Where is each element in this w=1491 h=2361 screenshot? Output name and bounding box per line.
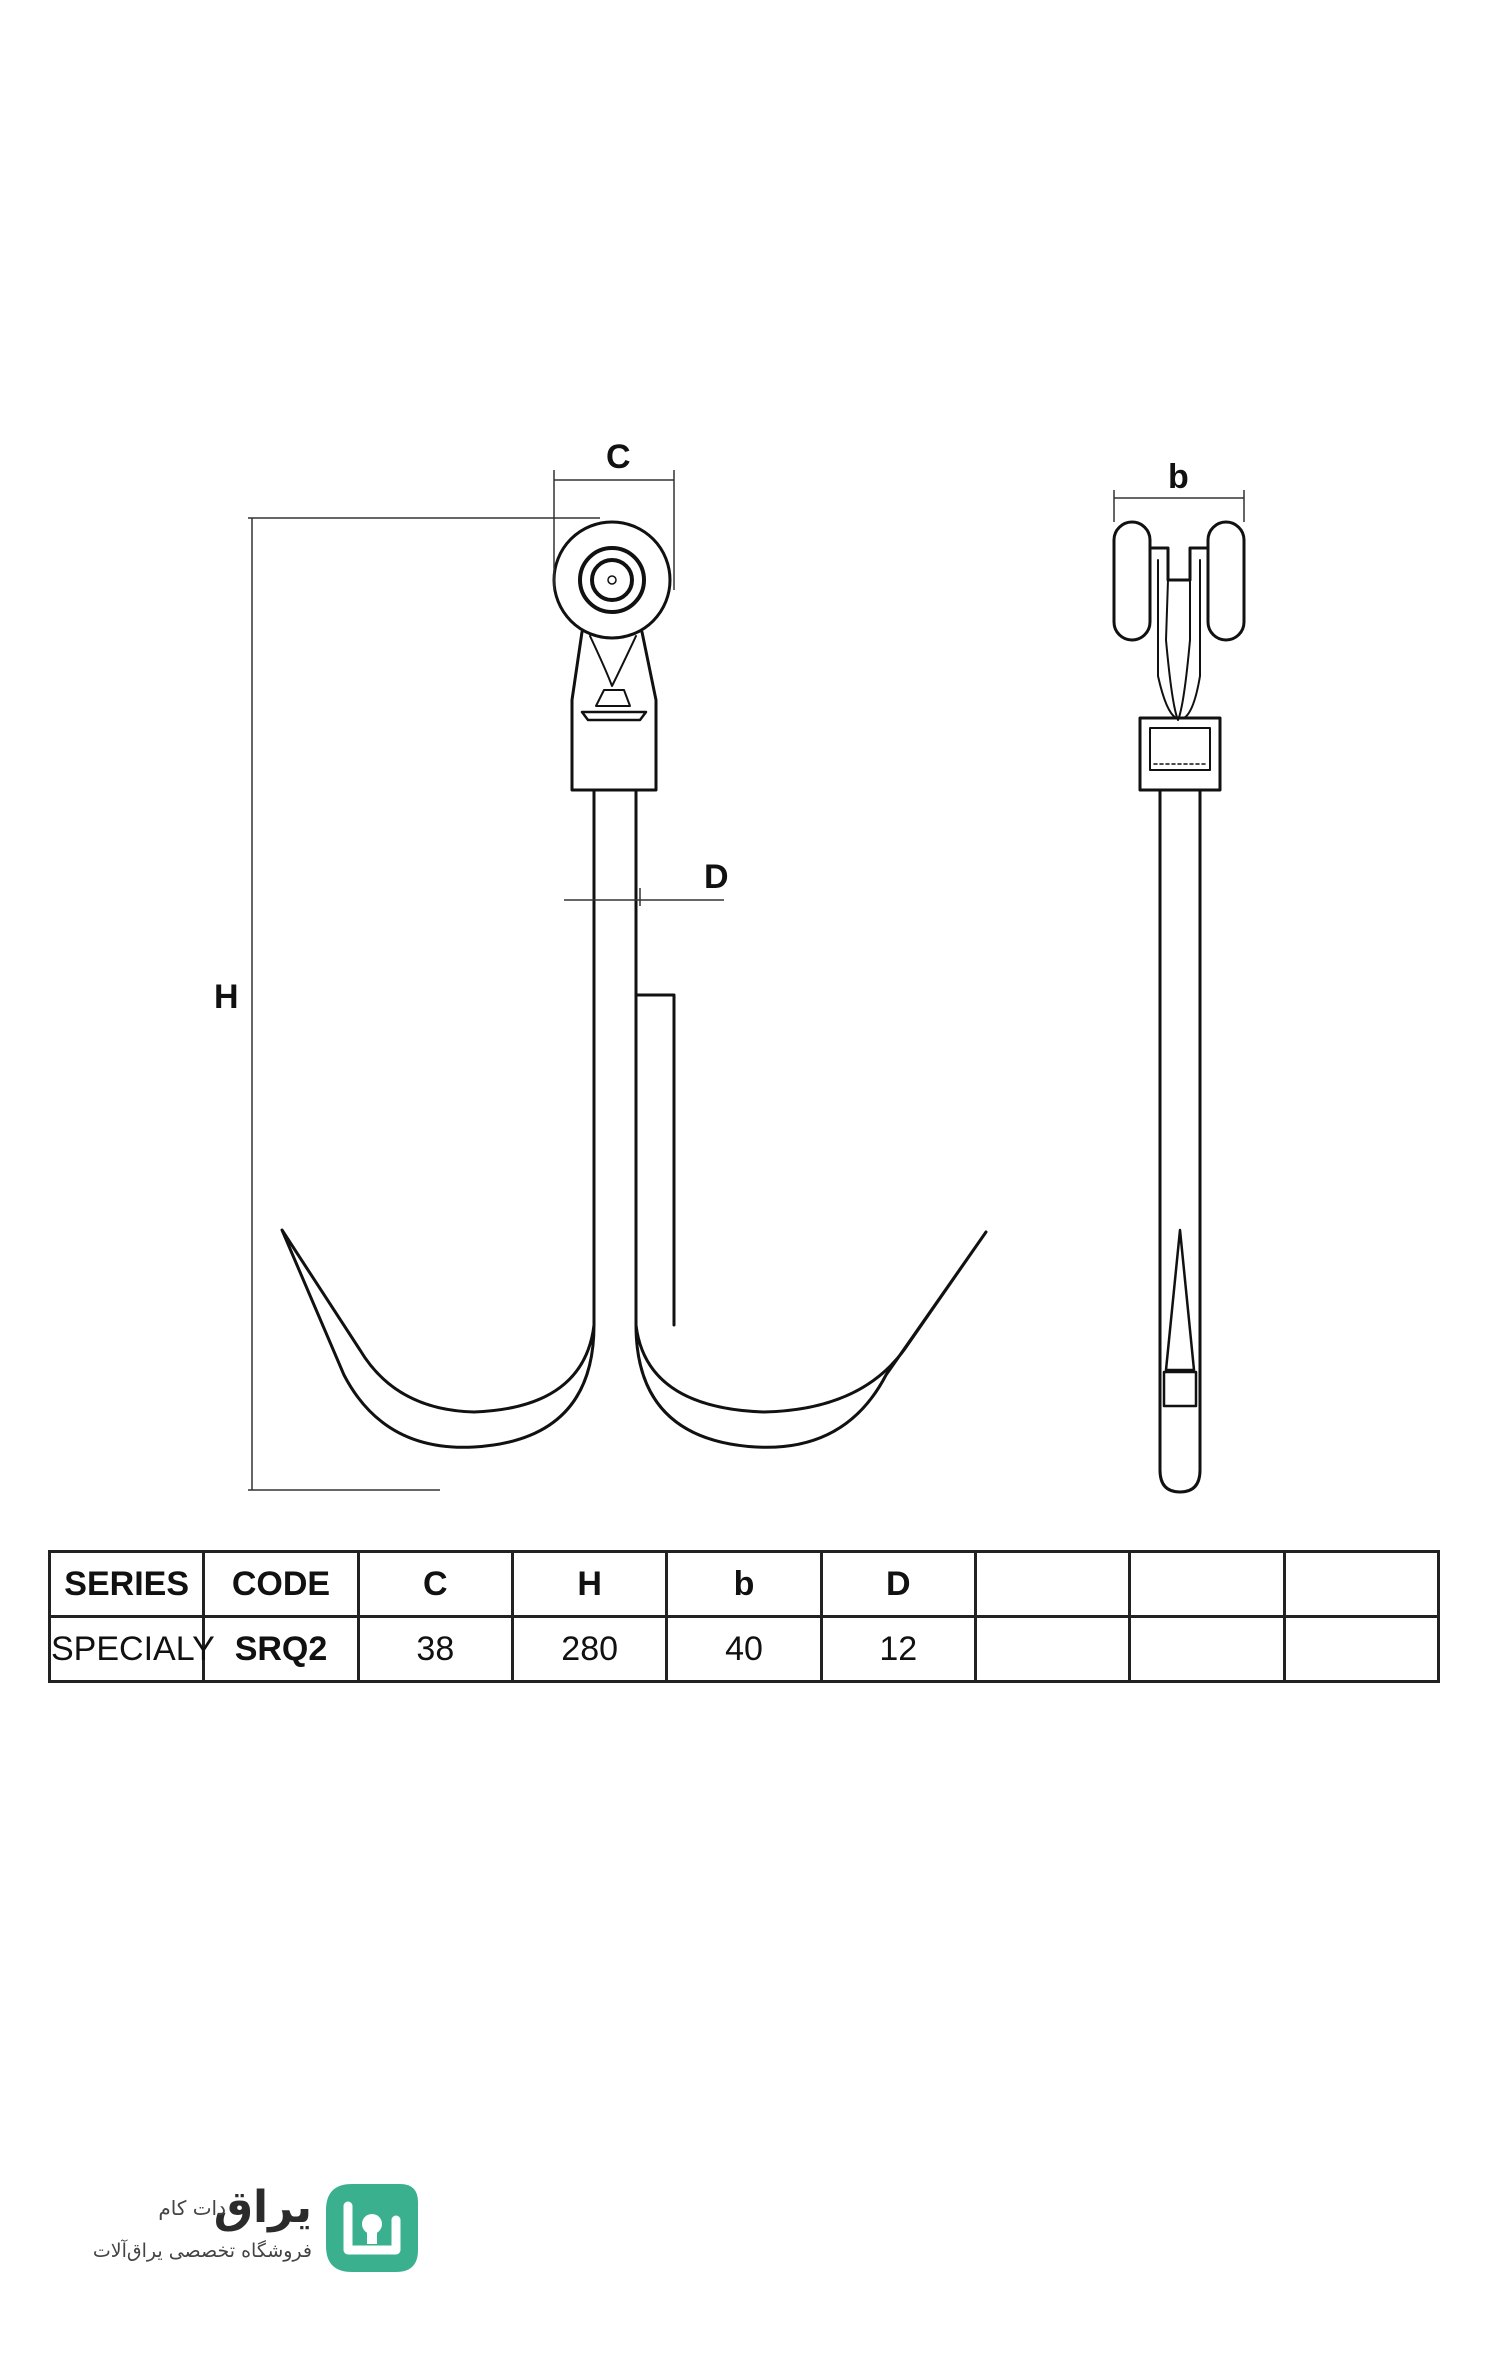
cell-code: SRQ2 bbox=[202, 1615, 360, 1683]
right-hook bbox=[634, 1230, 988, 1449]
table-header-row: SERIES CODE C H b D bbox=[47, 1550, 1441, 1618]
header-c: C bbox=[356, 1550, 514, 1618]
header-empty-2 bbox=[1128, 1550, 1286, 1618]
front-view bbox=[280, 520, 988, 1449]
cell-b: 40 bbox=[665, 1615, 823, 1683]
swivel-neck bbox=[570, 630, 658, 792]
header-b: b bbox=[665, 1550, 823, 1618]
header-series: SERIES bbox=[47, 1550, 206, 1618]
left-hook bbox=[280, 1228, 596, 1449]
cell-empty-3 bbox=[1282, 1615, 1441, 1683]
brand-tagline: فروشگاه تخصصی یراق‌آلات bbox=[92, 2240, 312, 2262]
brand-name: یراق bbox=[213, 2182, 312, 2233]
side-dimensions bbox=[1113, 490, 1245, 522]
dimension-d-label: D bbox=[704, 858, 729, 896]
weld-tab bbox=[634, 993, 676, 1327]
side-right-ring bbox=[1206, 520, 1246, 642]
dimension-c-label: C bbox=[606, 438, 631, 476]
spec-table: SERIES CODE C H b D SPECIALY SRQ2 38 280… bbox=[47, 1550, 1441, 1683]
eye-middle-ring bbox=[578, 546, 646, 614]
brand-suffix: دات کام bbox=[158, 2196, 226, 2220]
header-h: H bbox=[510, 1550, 669, 1618]
cell-series: SPECIALY bbox=[47, 1615, 215, 1683]
header-empty-1 bbox=[973, 1550, 1132, 1618]
side-prong bbox=[1164, 1228, 1196, 1372]
cell-c: 38 bbox=[356, 1615, 514, 1683]
header-code: CODE bbox=[202, 1550, 360, 1618]
technical-drawing: C H D b bbox=[214, 438, 1246, 1494]
table-row: SPECIALY SRQ2 38 280 40 12 bbox=[47, 1615, 1441, 1683]
dimension-b-label: b bbox=[1168, 458, 1189, 496]
front-dimensions bbox=[248, 470, 724, 1491]
cell-empty-1 bbox=[973, 1615, 1132, 1683]
side-swivel-block bbox=[1138, 716, 1222, 792]
header-empty-3 bbox=[1282, 1550, 1441, 1618]
brand-logo: یراق دات کام فروشگاه تخصصی یراق‌آلات bbox=[92, 2180, 436, 2280]
eye-inner-ring bbox=[590, 558, 634, 602]
keyhole-logo-icon bbox=[326, 2184, 418, 2272]
side-left-ring bbox=[1112, 520, 1152, 642]
header-d: D bbox=[819, 1550, 977, 1618]
side-view bbox=[1112, 520, 1246, 1494]
cell-d: 12 bbox=[819, 1615, 977, 1683]
dimension-h-label: H bbox=[214, 978, 239, 1016]
eye-outer-ring bbox=[552, 520, 672, 640]
cell-h: 280 bbox=[510, 1615, 669, 1683]
cell-empty-2 bbox=[1128, 1615, 1286, 1683]
